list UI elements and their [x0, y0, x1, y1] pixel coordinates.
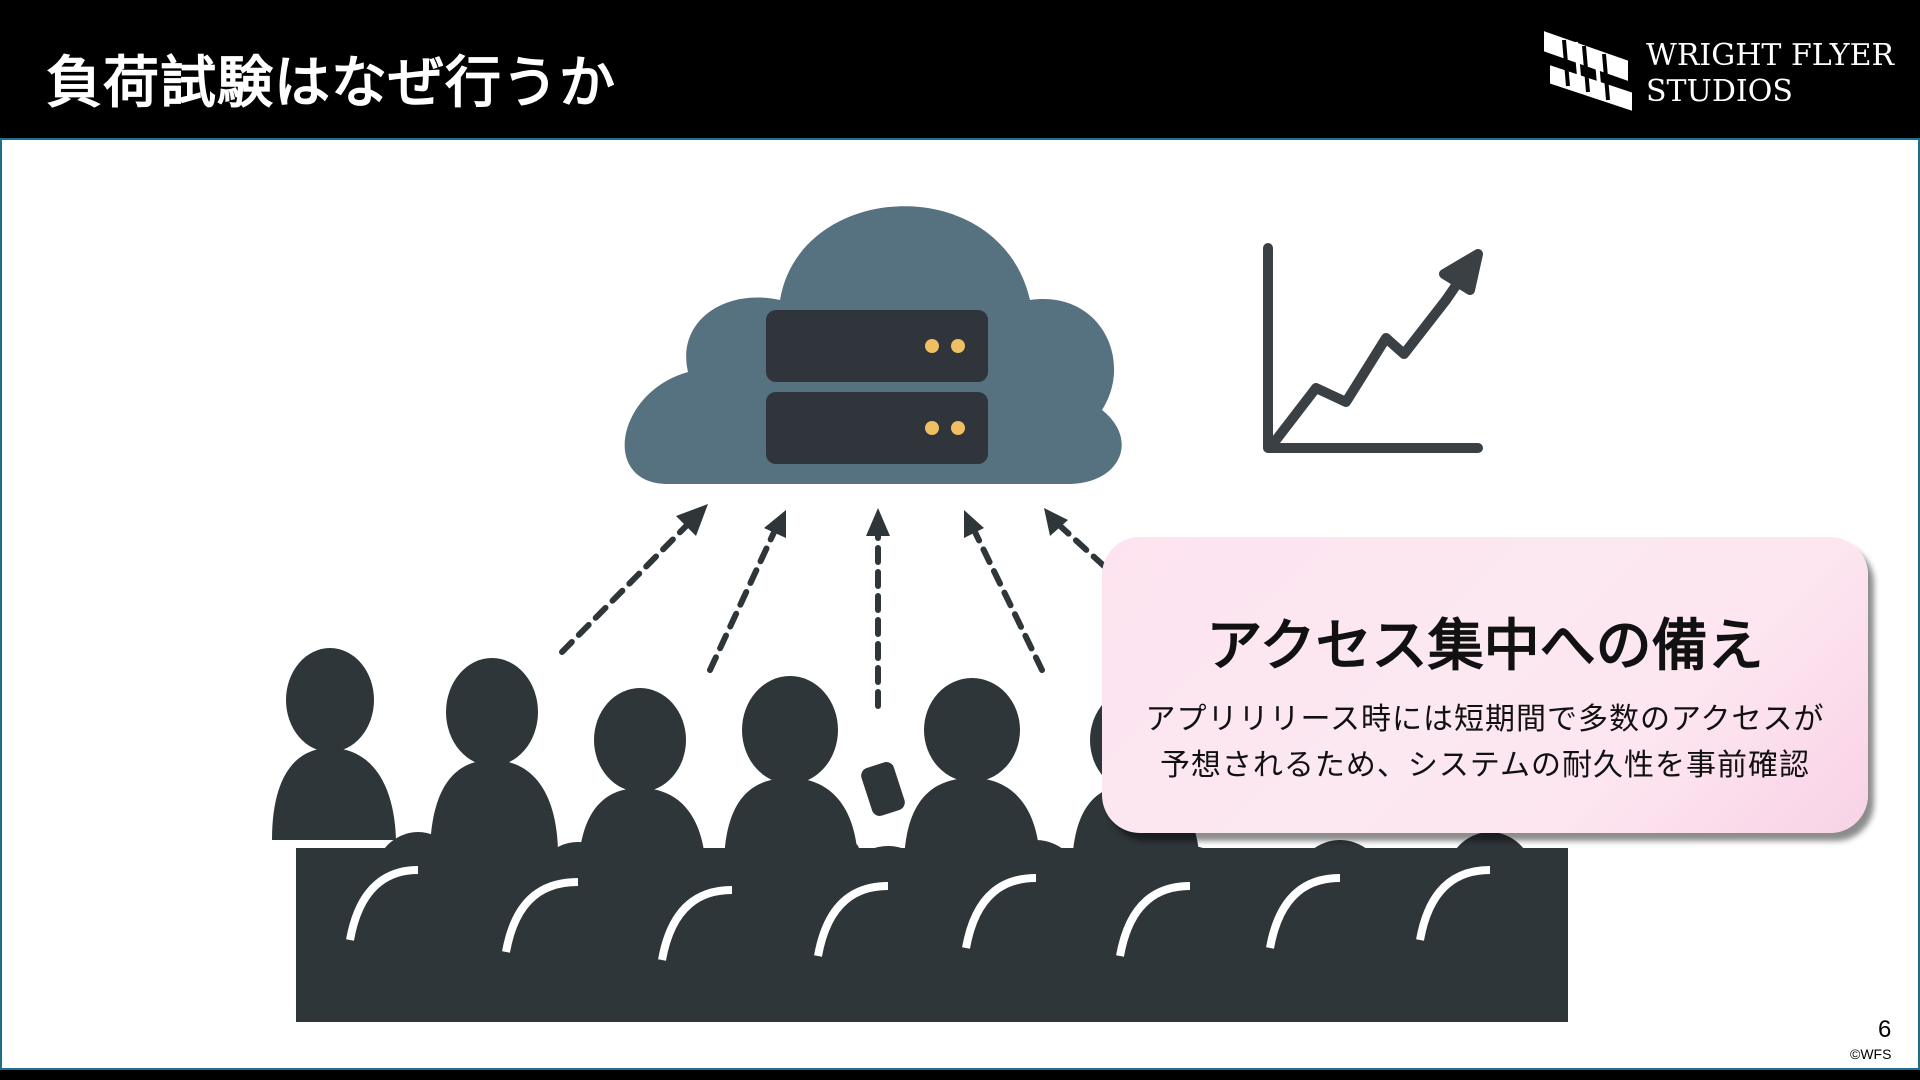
callout-body-line2: 予想されるため、システムの耐久性を事前確認 [1159, 748, 1811, 783]
callout-body: アプリリリース時には短期間で多数のアクセスが 予想されるため、システムの耐久性を… [1102, 697, 1868, 789]
slide-title: 負荷試験はなぜ行うか [46, 51, 616, 116]
arrow-heads [676, 504, 1068, 538]
logo-text-line2: STUDIOS [1646, 74, 1793, 109]
page-number: 6 [1878, 1016, 1892, 1043]
access-surge-callout: アクセス集中への備え アプリリリース時には短期間で多数のアクセスが 予想されるた… [1102, 537, 1868, 833]
company-logo: WRIGHT FLYER STUDIOS [1540, 28, 1900, 112]
copyright-text: ©WFS [1850, 1046, 1892, 1062]
request-arrows [559, 515, 1107, 709]
callout-body-line1: アプリリリース時には短期間で多数のアクセスが [1145, 702, 1825, 737]
bottom-bar [0, 1070, 1920, 1080]
biplane-logo-icon [1544, 31, 1632, 111]
logo-text-line1: WRIGHT FLYER [1646, 38, 1895, 73]
callout-title: アクセス集中への備え [1206, 614, 1764, 679]
slide-header: 負荷試験はなぜ行うか WRIGHT FLYER STUDIOS [0, 0, 1920, 138]
growth-chart-icon [1263, 243, 1483, 453]
cloud-server-icon [624, 206, 1122, 484]
